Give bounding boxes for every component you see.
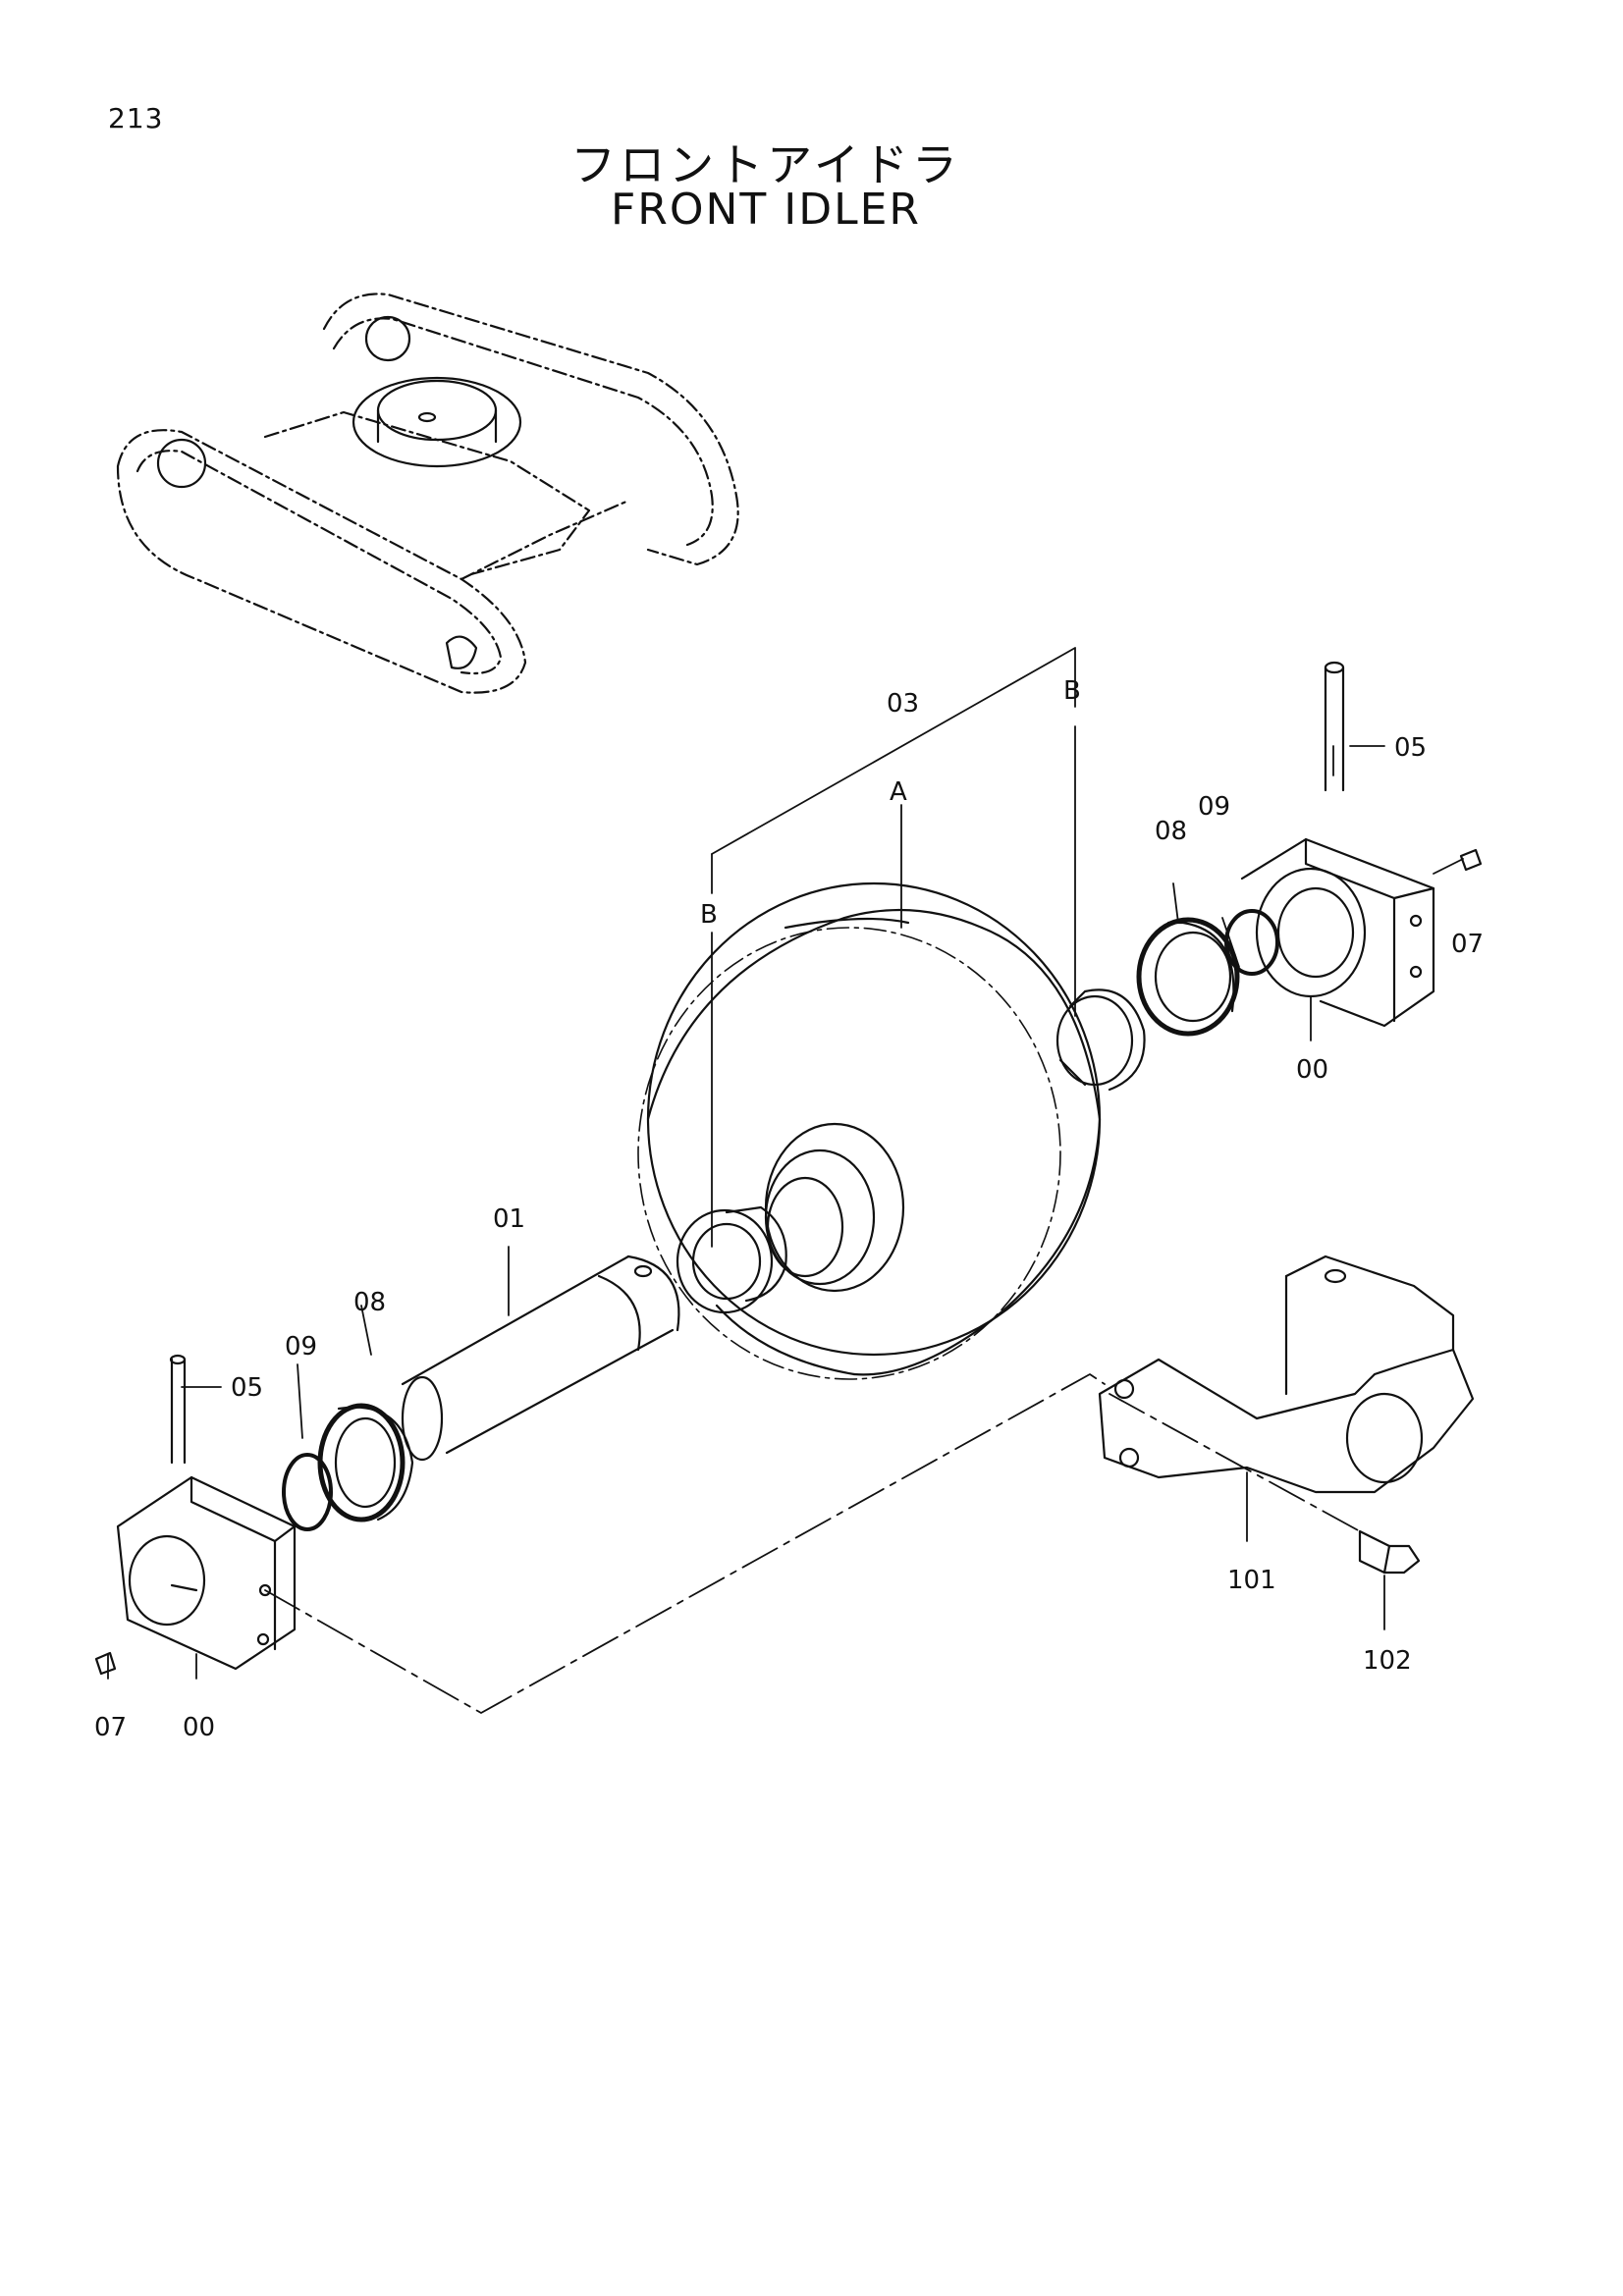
callout-01: 01: [493, 1204, 525, 1234]
callout-labels: 03 A B B 05 09 08 07 00 01 08 09 05 07 0…: [94, 676, 1484, 1742]
bearing-block-left: [116, 1475, 297, 1671]
floating-seal-left: [317, 1403, 414, 1522]
assembly-chain-line: [264, 1373, 1361, 1714]
page-number: 213: [108, 102, 164, 134]
o-ring-left: [282, 1453, 333, 1531]
callout-05-right: 05: [1394, 733, 1427, 763]
callout-A: A: [890, 777, 907, 807]
callout-07-right: 07: [1451, 930, 1484, 959]
pin-left: [169, 1354, 187, 1465]
bearing-block-right: [1240, 837, 1435, 1028]
plug-right: [1459, 848, 1483, 872]
undercarriage-overview-drawing: [116, 293, 739, 694]
plug-left: [94, 1651, 117, 1676]
pin-right: [1324, 661, 1345, 792]
callout-101: 101: [1227, 1566, 1276, 1595]
bolt: [1358, 1529, 1421, 1575]
title-japanese: フロントアイドラ: [570, 138, 961, 191]
callout-08-right: 08: [1155, 817, 1187, 846]
bushing-right: [1055, 988, 1146, 1092]
callout-B-top: B: [1063, 676, 1081, 706]
undercarriage-solid-details: [156, 315, 522, 669]
callout-03: 03: [887, 689, 919, 719]
callout-08-left: 08: [353, 1288, 386, 1317]
floating-seal-right: [1136, 917, 1240, 1037]
leader-lines: [107, 647, 1464, 1680]
callout-05-left: 05: [231, 1373, 263, 1403]
spacer-ring-left: [676, 1205, 787, 1314]
callout-00-left: 00: [183, 1713, 215, 1742]
idler-yoke: [1098, 1255, 1475, 1494]
callout-102: 102: [1363, 1646, 1412, 1676]
callout-B-left: B: [700, 900, 718, 930]
callout-09-right: 09: [1198, 792, 1230, 822]
shaft: [401, 1255, 680, 1462]
callout-00-right: 00: [1296, 1055, 1328, 1085]
callout-09-left: 09: [285, 1332, 317, 1362]
o-ring-right: [1224, 909, 1279, 976]
callout-07-left: 07: [94, 1713, 127, 1742]
title-english: FRONT IDLER: [610, 185, 922, 235]
idler-wheel: [637, 881, 1102, 1380]
